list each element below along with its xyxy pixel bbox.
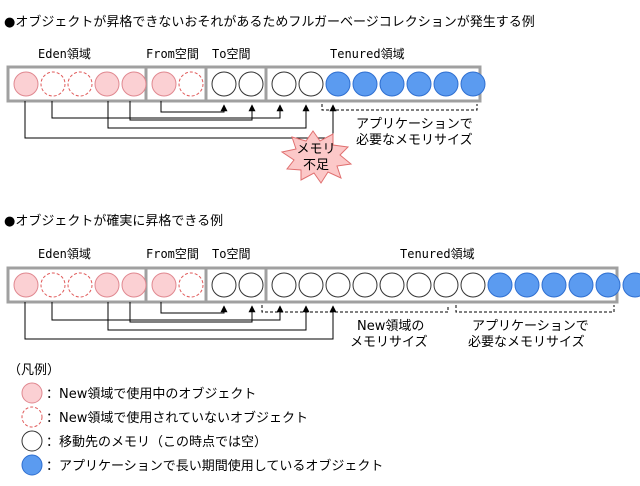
example2-tenured-cell-long (568, 272, 594, 298)
legend-label-used: ：New領域で使用中のオブジェクト (46, 386, 256, 402)
example2-eden-cell-used (94, 272, 120, 298)
legend: ：New領域で使用中のオブジェクト ：New領域で使用されていないオブジェクト ：移… (21, 382, 383, 476)
example2-tenured-cell-free (271, 272, 297, 298)
example2-to-label: To空間 (212, 247, 250, 261)
burst-text-line2: 不足 (303, 158, 329, 173)
example2-new-size-bracket (261, 305, 449, 313)
example2-arrow-4 (129, 302, 256, 323)
example2-from-cell-used (151, 272, 177, 298)
example1-eden-cell-used (121, 71, 147, 97)
legend-label-unused: ：New領域で使用されていないオブジェクト (46, 410, 308, 426)
example2-from-cell-unused (178, 272, 204, 298)
example2-app-size-bracket (455, 305, 615, 313)
example1-app-size-bracket (321, 104, 478, 111)
legend-label-free: ：移動先のメモリ（この時点では空） (46, 435, 267, 450)
example1-from-label: From空間 (146, 47, 199, 61)
burst-text-line1: メモリ (296, 142, 335, 157)
memory-shortage-burst: メモリ 不足 (280, 130, 353, 184)
example1-app-note-line1: アプリケーションで (356, 117, 473, 132)
example2-new-note-line1: New領域の (357, 318, 424, 334)
example1-app-note-line2: 必要なメモリサイズ (356, 132, 473, 148)
example1-arrow-2 (107, 101, 310, 129)
example2-to-cell-free (238, 272, 264, 298)
example2-tenured-cell-long (622, 272, 640, 298)
example2-heading: ●オブジェクトが確実に昇格できる例 (4, 213, 223, 229)
example2-tenured-cell-free (298, 272, 324, 298)
example2-app-note-line2: 必要なメモリサイズ (468, 334, 585, 350)
example2-cells (13, 272, 640, 298)
example2-from-label: From空間 (146, 247, 199, 261)
example1-eden-cell-used (94, 71, 120, 97)
example2-eden-cell-unused (67, 272, 93, 298)
example2-to-cell-free (211, 272, 237, 298)
example2-eden-cell-used (13, 272, 39, 298)
example2-tenured-label: Tenured領域 (400, 246, 475, 261)
example1-to-cell-free (238, 71, 264, 97)
example2-eden-cell-used (121, 272, 147, 298)
example2-tenured-cell-long (541, 272, 567, 298)
example2-tenured-cell-free (433, 272, 459, 298)
legend-swatch-free (21, 430, 43, 452)
example1-tenured-cell-long (325, 71, 351, 97)
example1-tenured-cell-long (406, 71, 432, 97)
burst-shape (280, 130, 353, 184)
legend-label-long: ：アプリケーションで長い期間使用しているオブジェクト (46, 458, 383, 474)
example2-arrow-1 (24, 302, 337, 340)
legend-swatch-used (21, 382, 43, 404)
example1-eden-cell-used (13, 71, 39, 97)
example1-eden-cell-unused (40, 71, 66, 97)
example2-connectors (24, 302, 337, 340)
example1-eden-cell-unused (67, 71, 93, 97)
example2-tenured-cell-long (487, 272, 513, 298)
example2-eden-label: Eden領域 (38, 246, 91, 261)
example1-tenured-label: Tenured領域 (330, 46, 405, 61)
legend-title: （凡例） (8, 363, 60, 378)
example2-arrow-5 (160, 302, 228, 314)
example2-tenured-cell-long (595, 272, 621, 298)
example2-eden-cell-unused (40, 272, 66, 298)
example1-tenured-cell-long (352, 71, 378, 97)
example1-to-cell-free (211, 71, 237, 97)
example2-new-note-line2: メモリサイズ (350, 334, 428, 350)
example2-arrow-2 (107, 302, 310, 331)
example2-tenured-cell-free (379, 272, 405, 298)
example2-tenured-cell-free (325, 272, 351, 298)
example2-tenured-cell-long (514, 272, 540, 298)
example1-to-label: To空間 (212, 47, 250, 61)
example1-from-cell-unused (178, 71, 204, 97)
example1-heading: ●オブジェクトが昇格できないおそれがあるためフルガーベージコレクションが発生する… (4, 14, 535, 30)
example1-tenured-cell-free (298, 71, 324, 97)
example1-tenured-cell-long (460, 71, 486, 97)
example2-tenured-cell-free (352, 272, 378, 298)
example1-tenured-cell-long (433, 71, 459, 97)
example2-tenured-cell-free (460, 272, 486, 298)
example2-tenured-cell-free (406, 272, 432, 298)
example1-arrow-5 (160, 101, 228, 113)
example1-connectors (24, 101, 337, 139)
example1-from-cell-used (151, 71, 177, 97)
example2-app-note-line1: アプリケーションで (472, 319, 589, 334)
example2-arrow-3 (51, 302, 284, 321)
example1-tenured-cell-free (271, 71, 297, 97)
example1-tenured-cell-long (379, 71, 405, 97)
example1-cells (13, 71, 486, 97)
example1-arrow-4 (129, 101, 256, 121)
example1-arrow-1 (24, 101, 337, 139)
legend-swatch-unused (21, 406, 43, 428)
example1-arrow-3 (51, 101, 284, 119)
legend-swatch-long (21, 454, 43, 476)
example1-eden-label: Eden領域 (38, 46, 91, 61)
